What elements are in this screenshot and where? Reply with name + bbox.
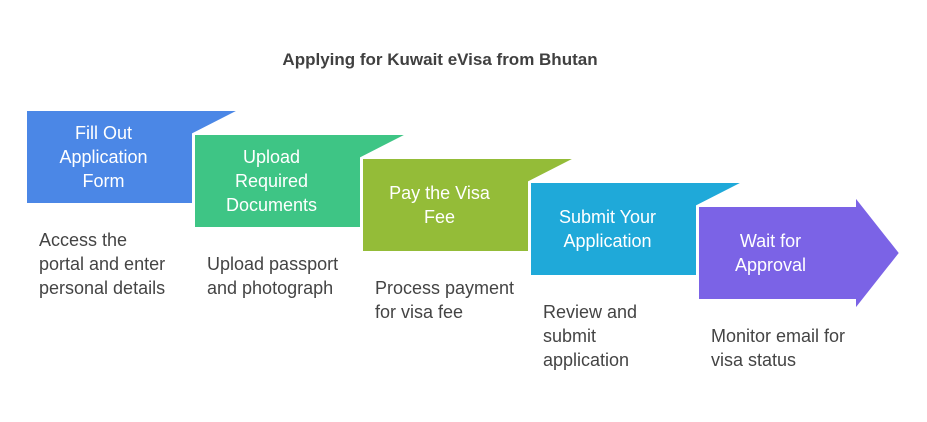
step-label-text: Fill Out Application Form <box>59 123 148 191</box>
step-label: Submit Your Application <box>540 182 675 276</box>
step-label: Fill Out Application Form <box>36 110 171 204</box>
step-description: Access the portal and enter personal det… <box>39 230 166 298</box>
step-description: Process payment for visa fee <box>375 278 515 322</box>
step-label-text: Pay the Visa Fee <box>389 183 490 227</box>
step-label: Wait for Approval <box>708 206 833 300</box>
diagram-title: Applying for Kuwait eVisa from Bhutan <box>282 50 598 69</box>
step-label-text: Submit Your Application <box>558 207 657 251</box>
step-description: Review and submit application <box>543 302 638 370</box>
step-label: Pay the Visa Fee <box>372 158 507 252</box>
step-label-text: Upload Required Documents <box>225 147 318 215</box>
step-label-text: Wait for Approval <box>734 231 807 275</box>
step-description: Monitor email for visa status <box>711 326 846 370</box>
step-arrow-shape <box>697 193 902 313</box>
step-label: Upload Required Documents <box>204 134 339 228</box>
step-description: Upload passport and photograph <box>207 254 339 298</box>
